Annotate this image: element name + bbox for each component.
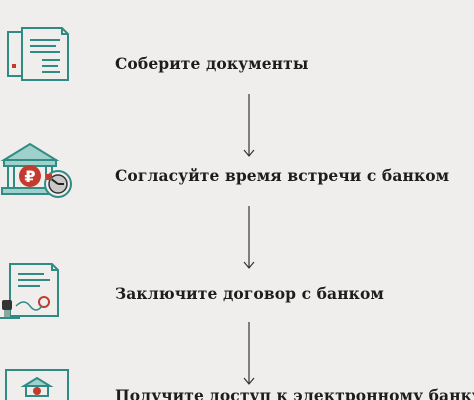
documents-icon — [7, 27, 69, 81]
step-4-label: Получите доступ к электронному банку — [115, 386, 474, 400]
arrow-down-icon — [243, 94, 255, 157]
arrow-down-icon — [243, 322, 255, 385]
step-1-label: Соберите документы — [115, 54, 309, 73]
arrow-down-icon — [243, 206, 255, 269]
step-2-label: Согласуйте время встречи с банком — [115, 166, 450, 185]
ruble-symbol: ₽ — [24, 167, 35, 186]
online-bank-icon — [5, 369, 69, 400]
step-3-label: Заключите договор с банком — [115, 284, 384, 303]
contract-stamp-icon — [0, 263, 59, 319]
bank-clock-icon: ₽ — [0, 142, 72, 198]
